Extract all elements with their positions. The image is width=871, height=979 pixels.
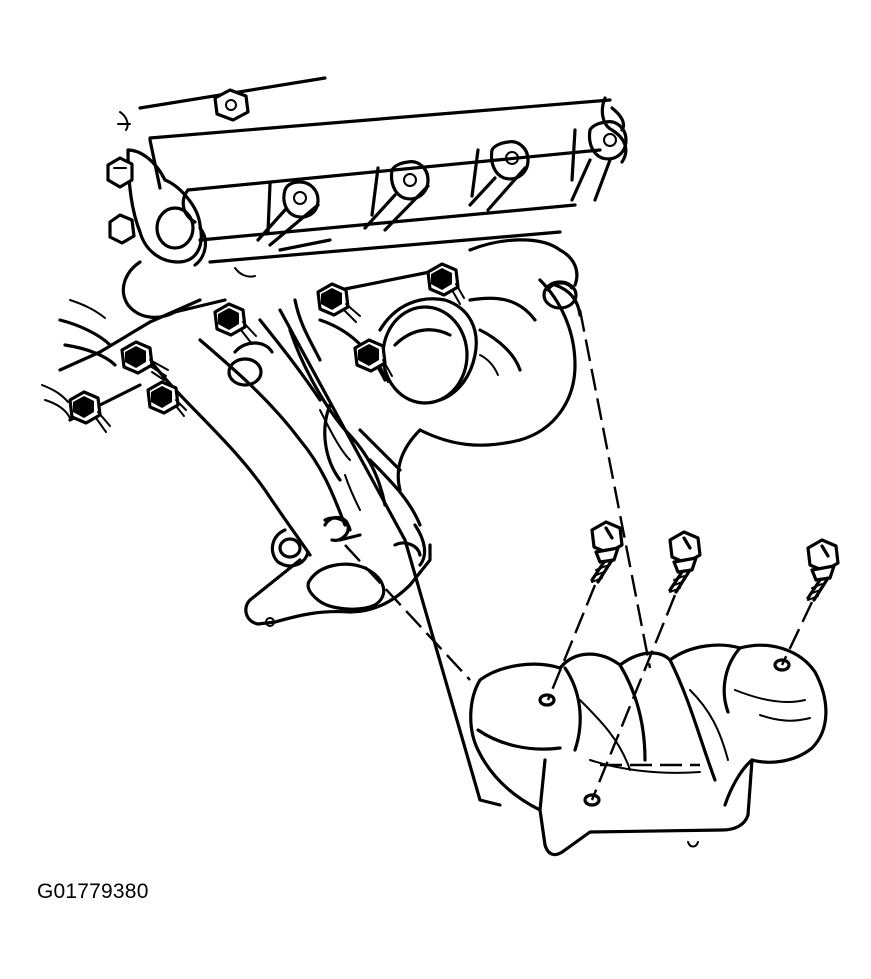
heat-shield-bolt-2 xyxy=(668,530,702,594)
head-top-nut xyxy=(213,88,250,122)
manifold-bolt-3 xyxy=(68,390,111,433)
heat-shield xyxy=(469,643,828,857)
manifold-bolt-5 xyxy=(316,282,361,323)
heat-shield-stud xyxy=(542,280,578,310)
manifold-bolt-1 xyxy=(120,340,169,381)
manifold-bolts xyxy=(68,262,578,542)
cylinder-head xyxy=(106,76,628,264)
heat-shield-bolts xyxy=(590,520,840,602)
head-stud-nut-left-lower xyxy=(108,213,136,245)
head-bosses xyxy=(256,120,628,247)
manifold-bolt-4 xyxy=(213,302,257,345)
manifold-bolt-7 xyxy=(353,338,393,383)
manifold-runners xyxy=(148,278,582,567)
manifold-bolt-2 xyxy=(146,380,187,417)
heat-shield-bolt-3 xyxy=(806,538,840,602)
assembly-lines xyxy=(278,298,814,807)
manifold-bolt-6 xyxy=(426,262,465,305)
heat-shield-bolt-1 xyxy=(590,520,624,584)
outlet-stud xyxy=(323,515,350,542)
figure-code: G01779380 xyxy=(37,880,149,903)
oxygen-sensor-boss xyxy=(227,341,274,387)
manifold-flange xyxy=(41,203,579,422)
head-stud-nut-left xyxy=(106,156,134,189)
